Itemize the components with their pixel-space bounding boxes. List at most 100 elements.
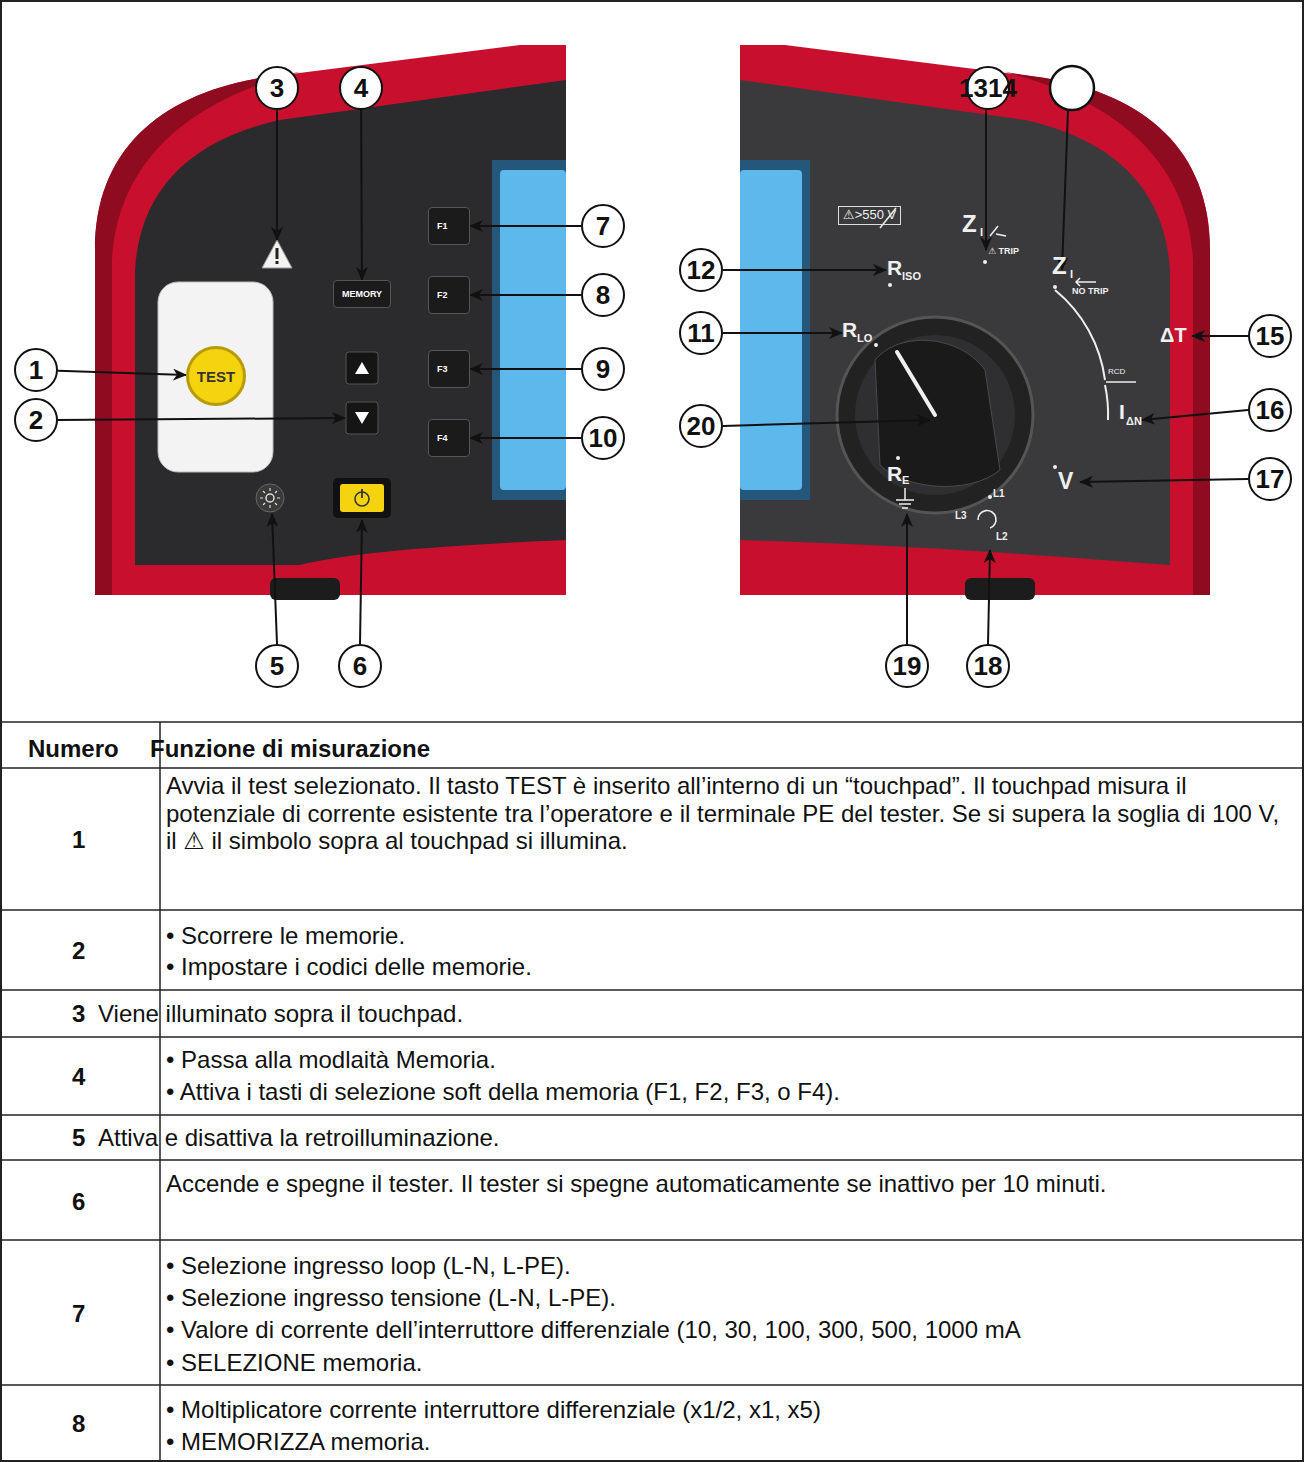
callout-number: 3 — [255, 66, 299, 110]
table-cell: 5 — [72, 1124, 85, 1152]
dial-label: L3 — [955, 510, 967, 522]
callout-number: 9 — [581, 347, 625, 391]
dial-label: LO — [857, 332, 872, 345]
table-cell: Viene illuminato sopra il touchpad. — [98, 1000, 463, 1028]
soft-key: F3 — [428, 350, 470, 388]
callout-number: 20 — [679, 404, 723, 448]
callout-arrow — [360, 110, 363, 280]
callout-number: 10 — [581, 416, 625, 460]
dial-label: R — [842, 318, 857, 342]
table-cell: 4 — [72, 1063, 85, 1091]
callout-number: 5 — [255, 644, 299, 688]
callout-number: 7 — [581, 204, 625, 248]
callout-number: 17 — [1248, 457, 1292, 501]
node-text: 9 — [596, 354, 610, 385]
dial-label: RCD — [1108, 367, 1125, 376]
node-text: 4 — [354, 73, 368, 104]
table-cell: 6 — [72, 1188, 85, 1216]
dial-label: NO TRIP — [1072, 286, 1109, 296]
dial-label: V — [1058, 468, 1073, 494]
callout-number: 6 — [338, 644, 382, 688]
table-cell: Avvia il test selezionato. Il tasto TEST… — [166, 772, 1296, 855]
callout-number: 1314 — [966, 66, 1010, 110]
table-cell: • Scorrere le memorie. — [166, 922, 405, 950]
empty-callout — [1050, 66, 1094, 110]
node-text: F1 — [437, 221, 448, 231]
test-button: TEST — [186, 346, 246, 406]
soft-key: F4 — [428, 419, 470, 457]
node-text: F4 — [437, 433, 448, 443]
dial-label: R — [887, 462, 902, 486]
node-text: 8 — [596, 280, 610, 311]
callout-number: 15 — [1248, 314, 1292, 358]
callout-number: 18 — [966, 644, 1010, 688]
callout-number: 4 — [339, 66, 383, 110]
table-cell: • Selezione ingresso tensione (L-N, L-PE… — [166, 1284, 616, 1312]
callout-arrow — [470, 225, 581, 227]
table-cell: • Attiva i tasti di selezione soft della… — [166, 1078, 840, 1106]
node-text: 1 — [29, 355, 43, 386]
table-cell: 8 — [72, 1410, 85, 1438]
table-cell: 7 — [72, 1300, 85, 1328]
callout-arrow — [470, 368, 581, 370]
node-text: 16 — [1256, 395, 1285, 426]
node-text: F2 — [437, 290, 448, 300]
node-text: TEST — [197, 368, 235, 385]
dial-label: L2 — [996, 531, 1008, 543]
memory-button: MEMORY — [333, 280, 391, 308]
callout-number: 11 — [679, 311, 723, 355]
table-cell: • Moltiplicatore corrente interruttore d… — [166, 1396, 821, 1424]
table-cell: Funzione di misurazione — [150, 735, 430, 763]
dial-label: I — [980, 226, 983, 239]
node-text: 11 — [687, 318, 715, 349]
dial-label: ISO — [902, 270, 921, 283]
table-cell: Numero — [28, 735, 119, 763]
node-text: 18 — [974, 651, 1003, 682]
dial-label: ⚠>550 V — [838, 206, 901, 225]
table-cell: 2 — [72, 937, 85, 965]
node-text: 1314 — [959, 73, 1017, 104]
dial-label: Z — [1052, 252, 1067, 280]
node-text: 20 — [687, 411, 716, 442]
callout-arrow — [470, 294, 581, 296]
dial-label: ΔN — [1126, 415, 1142, 428]
table-cell: 3 — [72, 1000, 85, 1028]
table-cell: • Passa alla modlaità Memoria. — [166, 1046, 496, 1074]
callout-number: 12 — [679, 248, 723, 292]
soft-key: F1 — [428, 207, 470, 245]
node-text: 19 — [893, 651, 922, 682]
node-text: 17 — [1256, 464, 1285, 495]
node-text: F3 — [437, 364, 448, 374]
node-text: 12 — [687, 255, 716, 286]
node-text: 2 — [29, 405, 43, 436]
dial-label: I — [1119, 400, 1125, 424]
callout-number: 19 — [885, 644, 929, 688]
callout-number: 2 — [14, 398, 58, 442]
node-text: 6 — [353, 651, 367, 682]
node-text: 10 — [589, 423, 618, 454]
dial-label: ⚠ TRIP — [988, 246, 1019, 256]
node-text: 7 — [596, 211, 610, 242]
leader-lines — [58, 110, 1248, 644]
dial-label: R — [887, 256, 902, 280]
node-text: 5 — [270, 651, 284, 682]
table-cell: • Valore di corrente dell’interruttore d… — [166, 1316, 1021, 1344]
node-text: 15 — [1256, 321, 1285, 352]
table-cell: Accende e spegne il tester. Il tester si… — [166, 1170, 1296, 1198]
dial-label: ΔT — [1160, 324, 1187, 347]
table-cell: • Selezione ingresso loop (L-N, L-PE). — [166, 1252, 571, 1280]
table-cell: • SELEZIONE memoria. — [166, 1349, 422, 1377]
table-grid — [0, 722, 1304, 1462]
callout-number: 8 — [581, 273, 625, 317]
callout-arrow — [470, 437, 581, 439]
dial-label: Z — [962, 210, 977, 238]
callout-arrow — [58, 371, 186, 375]
dial-label: E — [902, 474, 909, 487]
table-cell: Attiva e disattiva la retroilluminazione… — [98, 1124, 500, 1152]
table-cell: • Impostare i codici delle memorie. — [166, 953, 532, 981]
left-device — [95, 45, 566, 600]
soft-key: F2 — [428, 276, 470, 314]
